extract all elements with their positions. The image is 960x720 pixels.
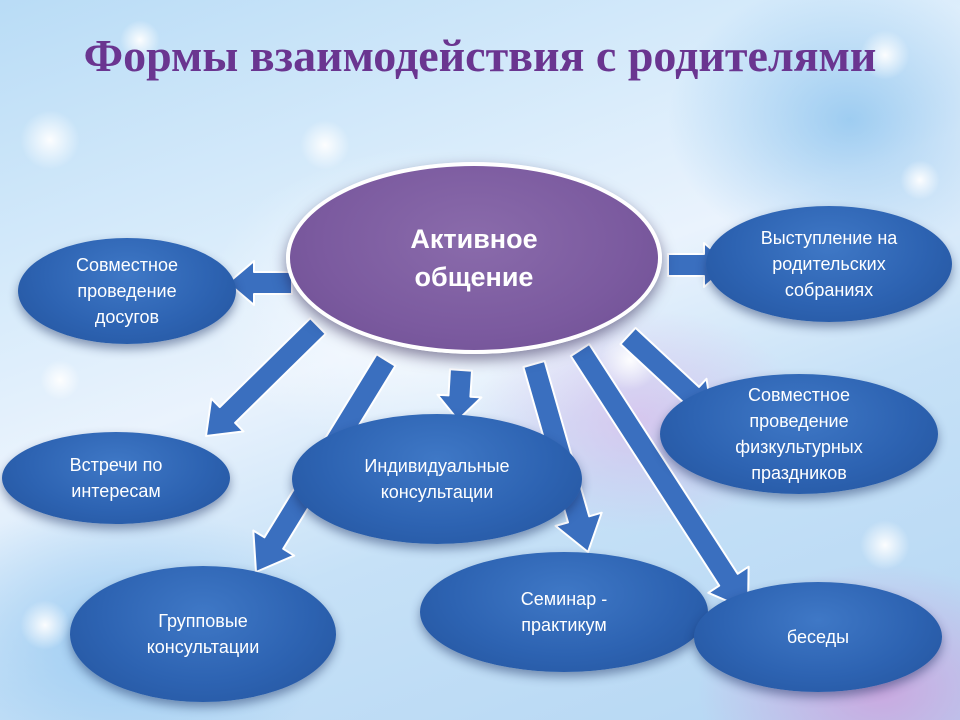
node-label: Выступление на родительских собраниях: [760, 228, 898, 300]
node-group-consultations: Групповые консультации: [70, 566, 336, 702]
node-label: Семинар - практикум: [520, 589, 608, 635]
sparkle: [40, 360, 80, 400]
node-label: Групповые консультации: [146, 611, 260, 657]
sparkle: [20, 110, 80, 170]
center-node-active-communication: Активное общение: [286, 162, 662, 354]
arrow-to-joint-leisure: [227, 260, 293, 306]
node-label: Индивидуальные консультации: [364, 456, 510, 502]
sparkle: [900, 160, 940, 200]
sparkle: [860, 30, 910, 80]
arrow-to-interest-meetings: [205, 317, 327, 437]
slide-title: Формы взаимодействия с родителями: [83, 30, 877, 81]
node-label: Совместное проведение физкультурных праз…: [735, 385, 863, 483]
sparkle: [860, 520, 910, 570]
sparkle: [120, 20, 160, 60]
node-label: Совместное проведение досугов: [76, 255, 178, 327]
node-joint-sports-festivals: Совместное проведение физкультурных праз…: [660, 374, 938, 494]
node-individual-consultations: Индивидуальные консультации: [292, 414, 582, 544]
arrow-to-individual-consultations: [436, 368, 483, 421]
node-seminar-workshop: Семинар - практикум: [420, 552, 708, 672]
node-speeches-at-parent-meetings: Выступление на родительских собраниях: [706, 206, 952, 322]
node-label: беседы: [786, 627, 850, 647]
sparkle: [20, 600, 70, 650]
node-joint-leisure: Совместное проведение досугов: [18, 238, 236, 344]
node-label: Встречи по интересам: [69, 455, 163, 501]
node-talks: беседы: [694, 582, 942, 692]
sparkle: [300, 120, 350, 170]
node-interest-meetings: Встречи по интересам: [2, 432, 230, 524]
center-node-label: Активное общение: [410, 224, 538, 292]
arrow-to-talks: [569, 343, 750, 611]
